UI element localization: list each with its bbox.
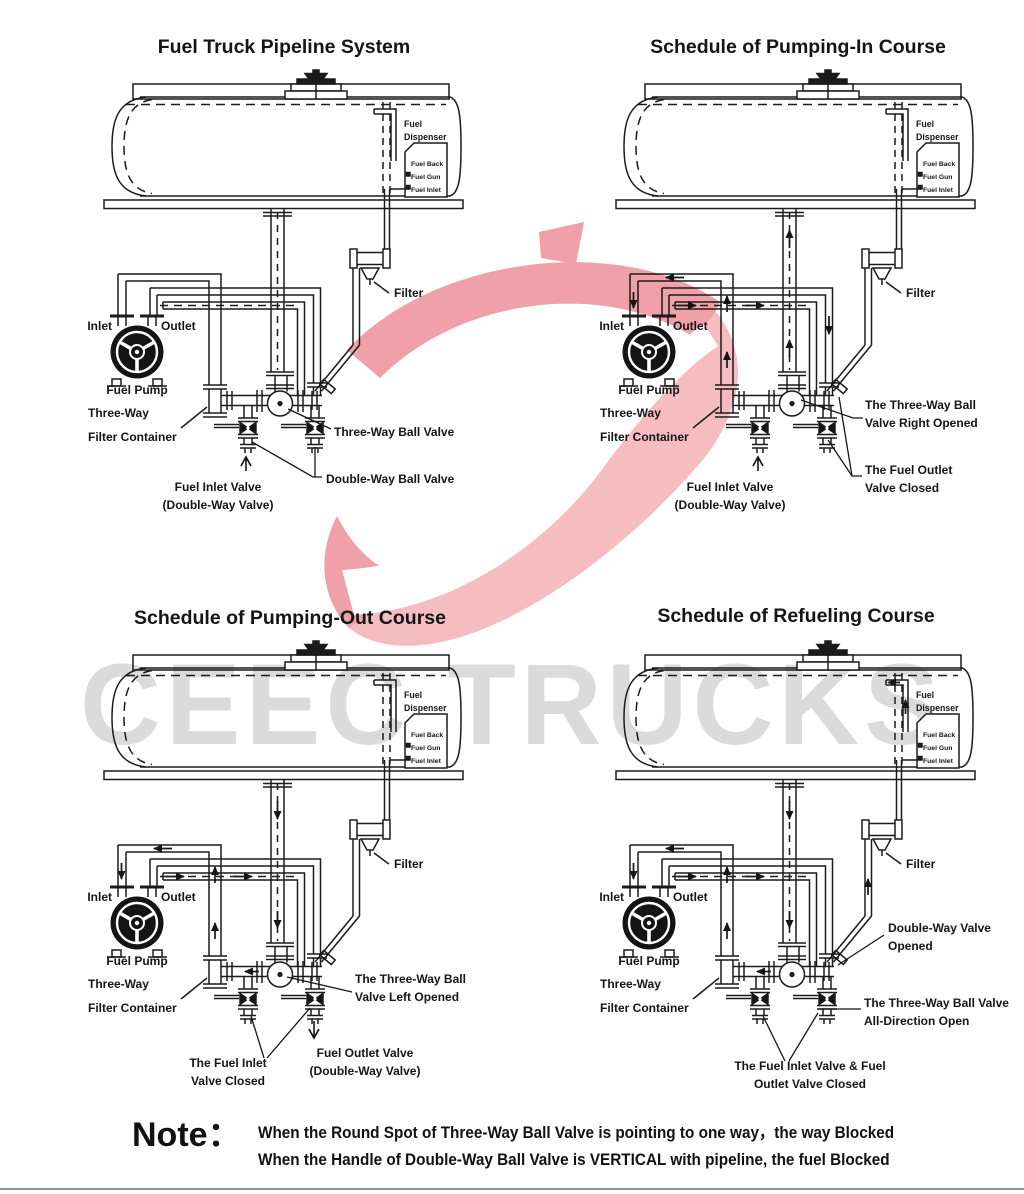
valves-closed-label: Outlet Valve Closed (754, 1077, 866, 1091)
svg-text:Fuel Back: Fuel Back (923, 732, 955, 739)
svg-text:Fuel Gun: Fuel Gun (411, 745, 440, 752)
svg-text:Outlet: Outlet (673, 890, 708, 904)
svg-text:Inlet: Inlet (87, 890, 112, 904)
svg-text:Fuel Inlet: Fuel Inlet (411, 758, 442, 765)
callouts: The Three-Way Ball Valve Right Opened Th… (675, 396, 978, 512)
svg-text:Three-Way: Three-Way (600, 406, 661, 420)
three-way-valve-state-label: Valve Right Opened (865, 416, 978, 430)
svg-text:Fuel Gun: Fuel Gun (923, 745, 952, 752)
svg-text:Dispenser: Dispenser (916, 132, 959, 142)
svg-text:Fuel Pump: Fuel Pump (618, 383, 679, 397)
double-way-ball-valve-label: Double-Way Ball Valve (326, 472, 455, 486)
diagram-title: Fuel Truck Pipeline System (158, 36, 411, 58)
diagram-title: Schedule of Refueling Course (657, 605, 935, 627)
svg-text:Fuel Inlet: Fuel Inlet (923, 758, 954, 765)
pump-outlet-label: Outlet (161, 319, 196, 333)
svg-text:Filter: Filter (394, 857, 424, 871)
svg-text:Outlet: Outlet (161, 890, 196, 904)
diagram-pipeline-system: Fuel Truck Pipeline System Filter Fuel D… (87, 36, 465, 512)
fuel-inlet-valve-label: Fuel Inlet Valve (175, 480, 262, 494)
diagram-pumping-in: Schedule of Pumping-In Course Filter Fue… (599, 36, 978, 512)
flow-arrows (629, 678, 910, 976)
fuel-outlet-valve-state-label: Valve Closed (865, 481, 939, 495)
fuel-pump-label: Fuel Pump (106, 383, 167, 397)
callouts: Double-Way Valve Opened The Three-Way Ba… (734, 921, 1009, 1091)
note-line-2: When the Handle of Double-Way Ball Valve… (257, 1150, 890, 1169)
svg-text:Fuel Pump: Fuel Pump (618, 954, 679, 968)
note: Note： When the Round Spot of Three-Way B… (132, 1112, 964, 1173)
callouts: The Three-Way Ball Valve Left Opened The… (189, 972, 466, 1088)
svg-text:Filter Container: Filter Container (600, 430, 689, 444)
note-label: Note： (132, 1116, 242, 1154)
valves-closed-label: The Fuel Inlet Valve & Fuel (734, 1059, 885, 1073)
diagram-common-labels: Filter Fuel Dispenser Fuel Back Fuel Gun… (599, 119, 959, 444)
svg-text:Fuel: Fuel (916, 690, 934, 700)
three-way-valve-state-label: Valve Left Opened (355, 990, 459, 1004)
fuel-inlet-valve-label: Fuel Inlet Valve (687, 480, 774, 494)
note-lines: When the Round Spot of Three-Way Ball Va… (258, 1119, 965, 1173)
fuel-inlet-valve-state-label: The Fuel Inlet (189, 1056, 266, 1070)
svg-text:Outlet: Outlet (673, 319, 708, 333)
double-way-valve-state-label: Double-Way Valve (888, 921, 991, 935)
three-way-ball-valve-label: Three-Way Ball Valve (334, 425, 455, 439)
svg-text:Fuel: Fuel (404, 690, 422, 700)
filter-label: Filter (394, 286, 424, 300)
filter-container-label: Three-Way (88, 406, 149, 420)
diagram-common-labels: Filter Fuel Dispenser Fuel Back Fuel Gun… (599, 690, 959, 1015)
diagram-pumping-out: Schedule of Pumping-Out Course Filter Fu… (87, 607, 466, 1088)
three-way-valve-state-label: All-Direction Open (864, 1014, 969, 1028)
fuel-inlet-valve-label: (Double-Way Valve) (163, 498, 274, 512)
svg-text:Filter: Filter (906, 857, 936, 871)
svg-text:Fuel Gun: Fuel Gun (923, 174, 952, 181)
svg-text:Inlet: Inlet (599, 319, 624, 333)
svg-text:Fuel Inlet: Fuel Inlet (923, 187, 954, 194)
pump-inlet-label: Inlet (87, 319, 112, 333)
svg-text:Three-Way: Three-Way (88, 977, 149, 991)
flow-arrows (117, 801, 320, 1040)
flow-arrows (629, 229, 833, 368)
fuel-outlet-valve-label: (Double-Way Valve) (310, 1064, 421, 1078)
svg-text:Filter Container: Filter Container (600, 1001, 689, 1015)
three-way-valve-state-label: The Three-Way Ball (865, 398, 976, 412)
svg-text:Fuel Pump: Fuel Pump (106, 954, 167, 968)
three-way-valve-state-label: The Three-Way Ball Valve (864, 996, 1009, 1010)
svg-text:Inlet: Inlet (599, 890, 624, 904)
fuel-outlet-valve-state-label: The Fuel Outlet (865, 463, 952, 477)
note-line-1: When the Round Spot of Three-Way Ball Va… (257, 1123, 894, 1142)
svg-text:Dispenser: Dispenser (404, 703, 447, 713)
svg-text:Filter: Filter (906, 286, 936, 300)
svg-text:Fuel Back: Fuel Back (411, 732, 443, 739)
brand-text-watermark: CEEC TRUCKS (80, 640, 944, 769)
brand-swoosh-watermark (324, 222, 738, 646)
three-way-valve-state-label: The Three-Way Ball (355, 972, 466, 986)
fuel-gun-label: Fuel Gun (411, 174, 440, 181)
fuel-inlet-valve-label: (Double-Way Valve) (675, 498, 786, 512)
svg-text:Dispenser: Dispenser (916, 703, 959, 713)
fuel-inlet-valve-state-label: Valve Closed (191, 1074, 265, 1088)
fuel-dispenser-label: Dispenser (404, 132, 447, 142)
svg-text:Filter Container: Filter Container (88, 1001, 177, 1015)
svg-text:Fuel: Fuel (916, 119, 934, 129)
callouts: Three-Way Ball Valve Double-Way Ball Val… (163, 408, 455, 512)
fuel-dispenser-label: Fuel (404, 119, 422, 129)
svg-text:Three-Way: Three-Way (600, 977, 661, 991)
fuel-outlet-valve-label: Fuel Outlet Valve (317, 1046, 414, 1060)
svg-text:Fuel Back: Fuel Back (923, 161, 955, 168)
diagram-title: Schedule of Pumping-In Course (650, 36, 946, 58)
diagram-common-labels: Filter Fuel Dispenser Fuel Back Fuel Gun… (87, 690, 447, 1015)
fuel-back-label: Fuel Back (411, 161, 443, 168)
diagram-common-labels: Filter Fuel Dispenser Fuel Back Fuel Gun… (87, 119, 447, 444)
bottom-rule (0, 1188, 1024, 1190)
filter-container-label: Filter Container (88, 430, 177, 444)
diagram-title: Schedule of Pumping-Out Course (134, 607, 446, 629)
double-way-valve-state-label: Opened (888, 939, 933, 953)
fuel-inlet-label: Fuel Inlet (411, 187, 442, 194)
diagram-refueling: Schedule of Refueling Course Filter Fuel… (599, 605, 1009, 1091)
